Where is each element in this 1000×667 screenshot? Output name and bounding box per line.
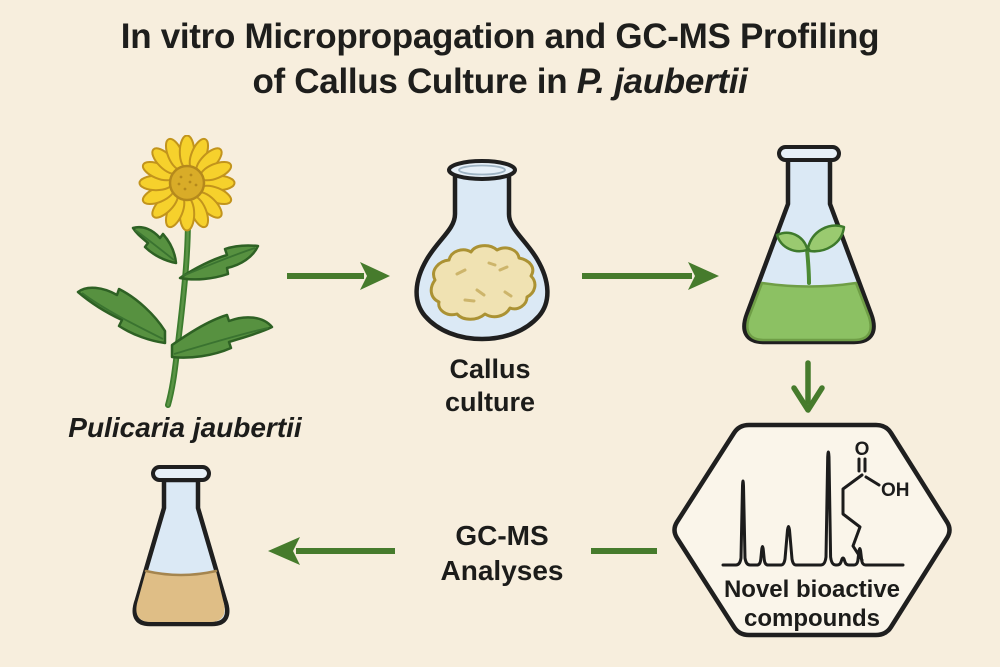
sprout-icon <box>775 224 846 285</box>
title-line-2: of Callus Culture in P. jaubertii <box>252 62 748 101</box>
page-title: In vitro Micropropagation and GC-MS Prof… <box>0 14 1000 104</box>
flask-rim <box>151 465 211 482</box>
flask-rim <box>777 145 841 162</box>
chromatogram-icon <box>721 450 905 567</box>
novel-compounds-hexagon: O OH <box>672 422 952 638</box>
arrow-down-icon <box>791 360 825 413</box>
arrow-left-icon <box>268 537 395 565</box>
callus-culture-label: Callus culture <box>444 354 536 417</box>
flask-rim <box>447 159 517 181</box>
species-name-italic: P. jaubertii <box>576 62 748 101</box>
pulicaria-plant-illustration <box>76 135 274 408</box>
novel-compounds-label: Novel bioactive compounds <box>723 576 901 632</box>
gcms-analyses-label: GC-MS Analyses <box>440 520 564 586</box>
plant-leaves <box>76 225 274 359</box>
flower-disc <box>168 164 206 202</box>
title-line-1: In vitro Micropropagation and GC-MS Prof… <box>120 17 880 56</box>
arrow-right-icon <box>582 262 719 290</box>
extract-flask-icon <box>132 465 230 627</box>
hexagon-shape <box>672 422 952 638</box>
plant-species-label: Pulicaria jaubertii <box>68 412 302 443</box>
erlenmeyer-flask-sprout-icon <box>742 145 876 345</box>
leaf-veins <box>81 229 269 355</box>
callus-texture <box>455 261 513 303</box>
extract-liquid <box>136 571 225 622</box>
round-flask-callus-icon <box>414 159 550 342</box>
flower-disc-dots <box>177 173 198 191</box>
arrow-right-icon <box>287 262 390 290</box>
callus-blob <box>429 244 537 321</box>
atom-o-label: O <box>855 439 870 460</box>
molecule-structure-icon <box>841 457 881 562</box>
connector-line <box>591 548 657 554</box>
atom-oh-label: OH <box>881 480 910 501</box>
growth-medium <box>746 281 872 342</box>
